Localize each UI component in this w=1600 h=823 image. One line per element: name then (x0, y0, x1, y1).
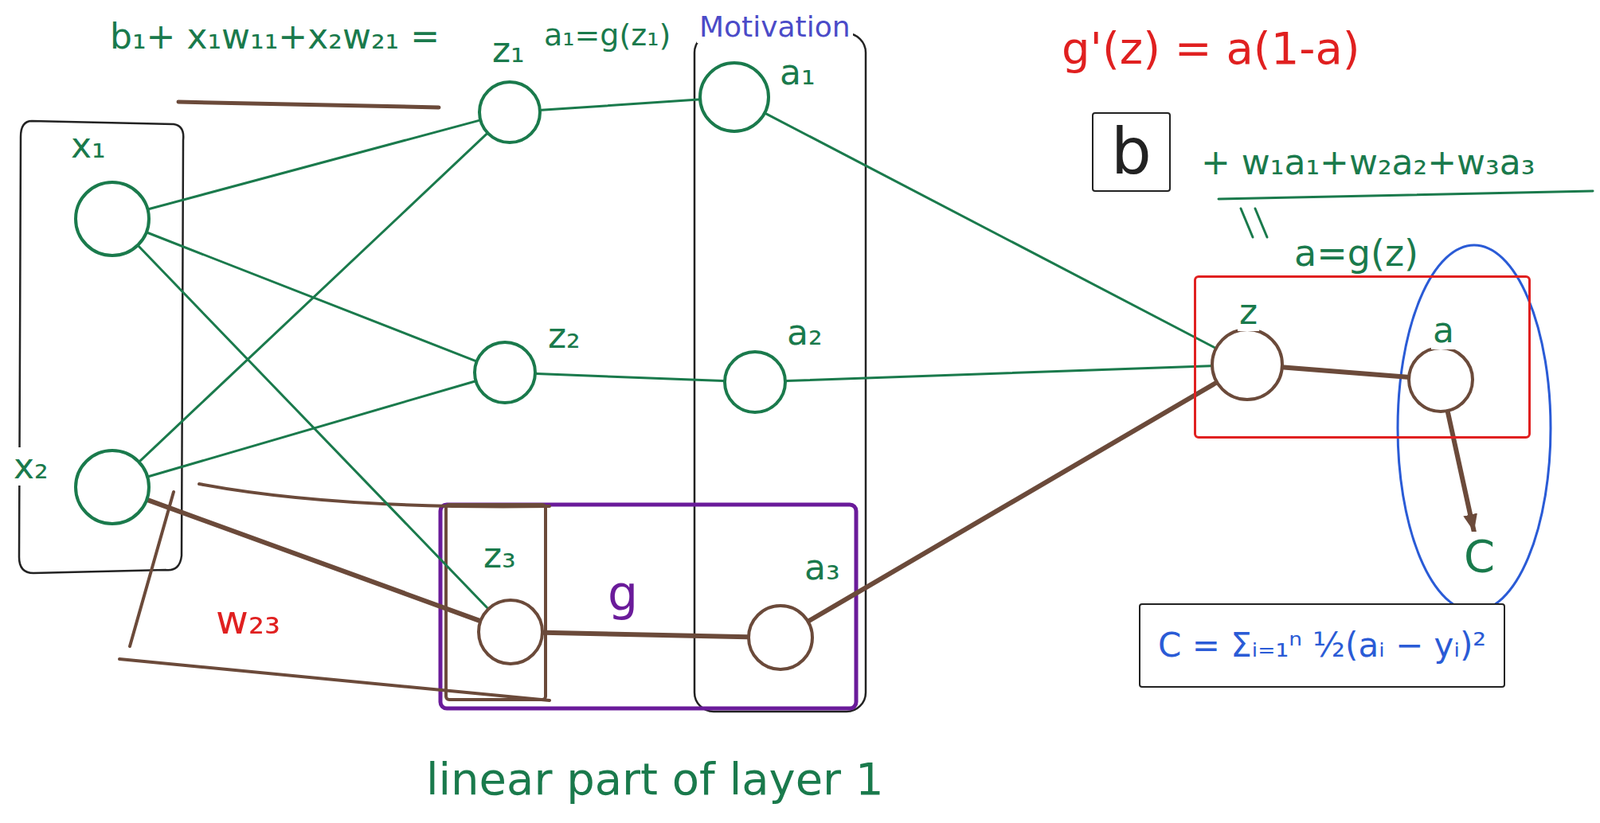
weight-connection (138, 246, 488, 609)
neuron-circle: z₃ (477, 598, 544, 666)
neuron-label: a (1431, 311, 1456, 350)
equals-mark (1240, 208, 1268, 238)
neuron-circle: z₁ (477, 80, 542, 145)
weight-connection (786, 366, 1211, 382)
annotation: + w₁a₁+w₂a₂+w₃a₃ (1198, 143, 1538, 182)
neuron-label: x₁ (69, 126, 108, 165)
weight-connection (536, 374, 724, 382)
text-box: C (1459, 532, 1500, 582)
hidden-layer-band (694, 33, 866, 712)
neuron-circle: x₁ (74, 180, 151, 258)
text-box: C = Σᵢ₌₁ⁿ ½(aᵢ − yᵢ)² (1138, 603, 1506, 689)
neuron-label: a₁ (778, 53, 818, 92)
neuron-circle: a (1407, 346, 1475, 414)
neuron-circle: a₂ (723, 350, 787, 415)
activation-box: a=g(z)za (1193, 275, 1531, 439)
box-text: C = Σᵢ₌₁ⁿ ½(aᵢ − yᵢ)² (1157, 627, 1487, 665)
neuron-circle: a₃ (747, 604, 814, 672)
neuron-circle: z₂ (473, 340, 537, 405)
neuron-highlight-box (440, 504, 857, 709)
annotation: b₁+ x₁w₁₁+x₂w₂₁ = (107, 17, 443, 56)
highlighted-connection (809, 383, 1216, 622)
highlighted-connection (543, 633, 748, 638)
diagram-title: Motivation (696, 11, 853, 44)
weight-connection (148, 381, 475, 477)
highlighted-connection (1447, 412, 1475, 533)
neuron-label: z (1237, 293, 1260, 332)
neuron-label: z₂ (546, 316, 583, 356)
neuron-label: a₃ (802, 548, 842, 587)
annotation: w₂₃ (213, 598, 283, 643)
weight-connection (541, 99, 699, 110)
cost-loop (1397, 245, 1551, 612)
neuron-circle: x₂ (74, 449, 151, 526)
box-heading: a=g(z) (1291, 233, 1421, 274)
weight-highlight (119, 484, 550, 701)
sum-underline (1218, 191, 1593, 200)
neuron-label: x₂ (11, 447, 51, 486)
weight-connection (148, 120, 479, 209)
annotation: a₁=g(z₁) (541, 19, 673, 53)
annotation: g (605, 567, 641, 620)
text-box: b (1091, 112, 1171, 192)
equation-underline (178, 101, 439, 108)
annotation: g'(z) = a(1-a) (1059, 23, 1363, 74)
neuron-label: a₂ (785, 313, 825, 353)
neuron-circle: a₁ (698, 61, 771, 134)
weight-connection (766, 113, 1215, 349)
weight-connection (140, 133, 487, 462)
highlighted-connection (148, 500, 479, 621)
annotation: linear part of layer 1 (423, 755, 887, 805)
box-text: b (1111, 117, 1152, 188)
neuron-label: z₁ (490, 31, 527, 70)
weight-connection (148, 232, 476, 361)
box-text: C (1463, 532, 1495, 582)
highlighted-connection (1283, 367, 1408, 378)
linear-part-box (445, 504, 546, 701)
neuron-label: z₃ (481, 536, 518, 576)
neuron-circle: z (1210, 328, 1284, 402)
